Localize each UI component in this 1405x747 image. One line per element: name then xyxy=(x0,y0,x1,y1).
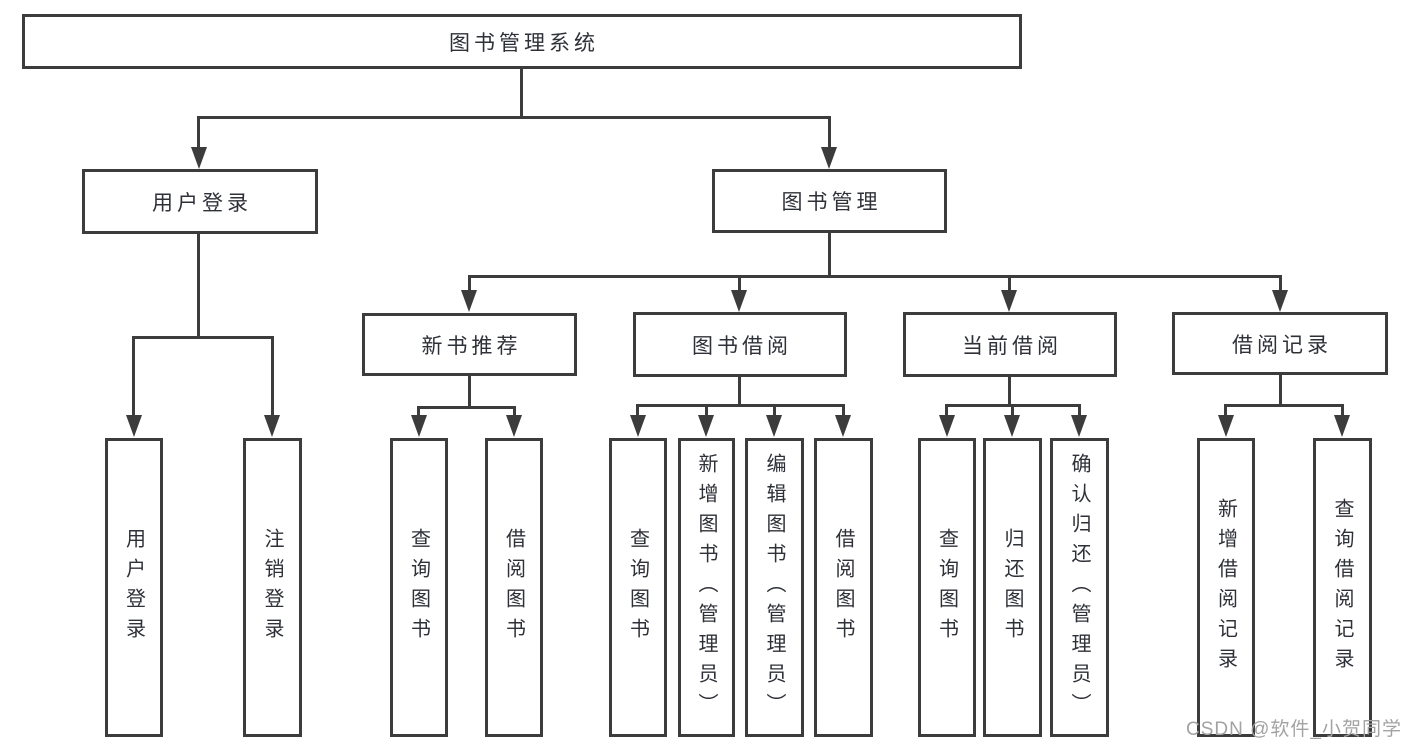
leaf-user-login: 用户登录 xyxy=(105,438,163,737)
connector-bookborrow-rail xyxy=(636,404,845,407)
leaf-edit-book-admin: 编辑图书（管理员） xyxy=(745,438,804,737)
connector-stem-cb-return xyxy=(1011,404,1014,418)
connector-newbook-stem xyxy=(468,376,471,409)
connector-stem-book-borrow xyxy=(738,275,741,293)
arrowhead-book-borrow xyxy=(731,290,747,312)
connector-borrowrecords-stem xyxy=(1279,375,1282,407)
arrowhead-current-borrow xyxy=(1001,290,1017,312)
connector-stem-bb-query xyxy=(636,404,639,418)
connector-currentborrow-stem xyxy=(1008,377,1011,407)
arrowhead-bb-edit xyxy=(766,415,782,437)
connector-stem-bb-edit xyxy=(773,404,776,418)
connector-stem-current-borrow xyxy=(1008,275,1011,293)
connector-stem-nb-query xyxy=(417,406,420,419)
leaf-add-book-admin: 新增图书（管理员） xyxy=(678,438,735,737)
connector-stem-br-query xyxy=(1341,404,1344,418)
leaf-query-books-recommend: 查询图书 xyxy=(390,438,448,737)
connector-bookborrow-stem xyxy=(738,377,741,407)
connector-stem-bb-borrow xyxy=(842,404,845,418)
connector-stem-cb-query xyxy=(945,404,948,418)
arrowhead-br-add xyxy=(1218,415,1234,437)
connector-stem-nb-borrow xyxy=(513,406,516,419)
leaf-borrow-books: 借阅图书 xyxy=(814,438,873,737)
connector-stem-new-book xyxy=(468,275,471,293)
arrowhead-nb-query xyxy=(411,415,427,437)
node-new-book-recommend: 新书推荐 xyxy=(362,313,577,376)
arrowhead-leaf-login xyxy=(126,415,142,437)
arrowhead-br-query xyxy=(1334,415,1350,437)
arrowhead-user-login xyxy=(191,147,207,169)
arrowhead-nb-borrow xyxy=(506,415,522,437)
arrowhead-bb-borrow xyxy=(835,415,851,437)
connector-userlogin-stem xyxy=(197,233,200,339)
connector-stem-user-login xyxy=(197,116,200,150)
node-borrow-records: 借阅记录 xyxy=(1172,312,1388,375)
node-current-borrow: 当前借阅 xyxy=(903,312,1117,377)
arrowhead-book-mgmt xyxy=(821,147,837,169)
connector-stem-cb-confirm xyxy=(1078,404,1081,418)
leaf-query-borrow-record: 查询借阅记录 xyxy=(1313,438,1372,737)
arrowhead-leaf-logout xyxy=(264,415,280,437)
connector-stem-br-add xyxy=(1224,404,1227,418)
connector-stem-borrow-records xyxy=(1279,275,1282,293)
arrowhead-cb-confirm xyxy=(1071,415,1087,437)
connector-stem-bb-add xyxy=(705,404,708,418)
arrowhead-cb-query xyxy=(939,415,955,437)
node-user-login: 用户登录 xyxy=(82,169,318,234)
leaf-add-borrow-record: 新增借阅记录 xyxy=(1197,438,1255,737)
connector-root-rail xyxy=(197,116,831,119)
connector-stem-leaf-login xyxy=(132,336,135,418)
arrowhead-bb-add xyxy=(698,415,714,437)
arrowhead-new-book xyxy=(461,290,477,312)
leaf-query-books-borrow: 查询图书 xyxy=(609,438,667,737)
leaf-confirm-return-admin: 确认归还（管理员） xyxy=(1050,438,1109,737)
node-root: 图书管理系统 xyxy=(22,14,1022,69)
connector-root-stem xyxy=(520,68,523,119)
connector-borrowrecords-rail xyxy=(1224,404,1344,407)
connector-newbook-rail xyxy=(417,406,516,409)
arrowhead-borrow-records xyxy=(1272,290,1288,312)
connector-userlogin-rail xyxy=(132,336,274,339)
connector-bookmgmt-rail xyxy=(468,275,1281,278)
node-book-borrow: 图书借阅 xyxy=(633,312,847,377)
leaf-query-books-current: 查询图书 xyxy=(918,438,976,737)
csdn-watermark: CSDN @软件_小贺同学 xyxy=(1186,719,1402,740)
connector-stem-leaf-logout xyxy=(271,336,274,418)
arrowhead-cb-return xyxy=(1004,415,1020,437)
arrowhead-bb-query xyxy=(630,415,646,437)
leaf-return-book: 归还图书 xyxy=(983,438,1042,737)
leaf-logout: 注销登录 xyxy=(243,438,302,737)
connector-stem-book-mgmt xyxy=(828,116,831,150)
connector-bookmgmt-stem xyxy=(828,233,831,278)
leaf-borrow-books-recommend: 借阅图书 xyxy=(485,438,543,737)
node-book-management: 图书管理 xyxy=(712,169,947,233)
